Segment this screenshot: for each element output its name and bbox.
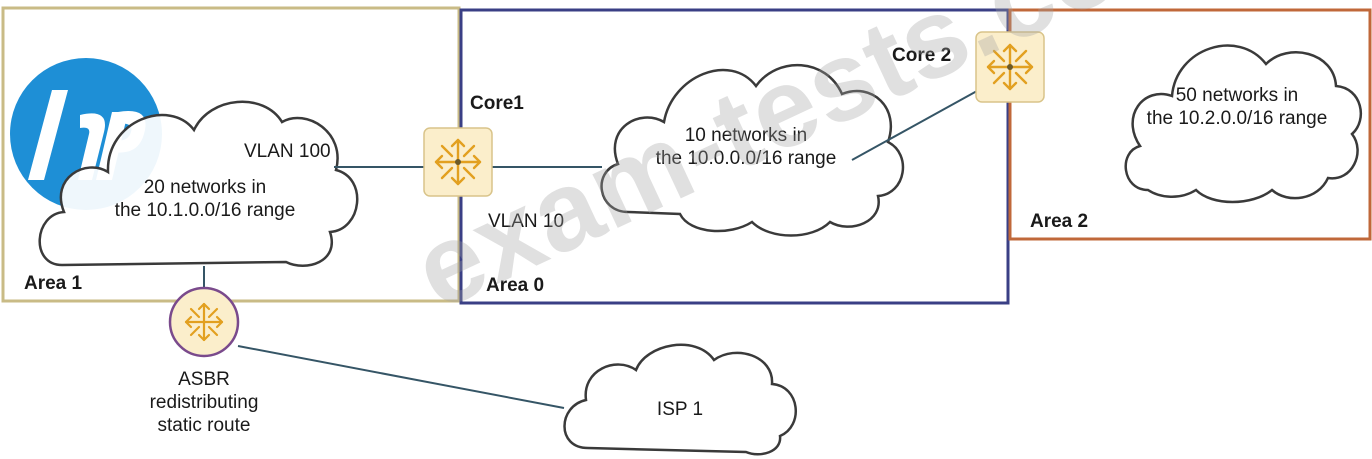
area0-cloud-line-2: the 10.0.0.0/16 range bbox=[655, 148, 837, 169]
area-0-label: Area 0 bbox=[486, 275, 545, 296]
core2-label: Core 2 bbox=[892, 45, 952, 66]
area2-cloud bbox=[1124, 44, 1362, 204]
area1-cloud-text: 20 networks in the 10.1.0.0/16 range bbox=[70, 176, 340, 222]
area1-cloud bbox=[38, 100, 359, 267]
asbr-label: ASBR redistributing static route bbox=[144, 368, 264, 437]
vlan10-label: VLAN 10 bbox=[488, 211, 565, 232]
area1-cloud-line-2: the 10.1.0.0/16 range bbox=[114, 200, 296, 221]
link-asbr-isp bbox=[237, 345, 565, 409]
isp-cloud bbox=[563, 343, 797, 456]
area0-cloud-text: 10 networks in the 10.0.0.0/16 range bbox=[616, 124, 876, 170]
area1-cloud-line-1: 20 networks in bbox=[143, 177, 267, 198]
core1-label: Core1 bbox=[470, 93, 524, 114]
core2-switch-icon[interactable] bbox=[975, 31, 1045, 103]
isp-cloud-line-1: ISP 1 bbox=[656, 399, 704, 420]
area0-cloud bbox=[600, 64, 905, 237]
area-2-box bbox=[1008, 8, 1372, 241]
asbr-label-line-3: static route bbox=[157, 415, 251, 436]
vlan100-label: VLAN 100 bbox=[244, 141, 331, 162]
asbr-router-icon[interactable] bbox=[168, 286, 240, 358]
area-1-label: Area 1 bbox=[24, 273, 83, 294]
asbr-label-line-2: redistributing bbox=[149, 392, 259, 413]
area-2-label: Area 2 bbox=[1030, 211, 1089, 232]
isp-cloud-text: ISP 1 bbox=[620, 398, 740, 421]
link-area0-core2 bbox=[851, 85, 987, 161]
area2-cloud-text: 50 networks in the 10.2.0.0/16 range bbox=[1106, 84, 1368, 130]
area0-cloud-line-1: 10 networks in bbox=[684, 125, 808, 146]
area2-cloud-line-1: 50 networks in bbox=[1175, 85, 1299, 106]
area2-cloud-line-2: the 10.2.0.0/16 range bbox=[1146, 108, 1328, 129]
core1-switch-icon[interactable] bbox=[423, 127, 493, 197]
asbr-label-line-1: ASBR bbox=[178, 369, 230, 390]
